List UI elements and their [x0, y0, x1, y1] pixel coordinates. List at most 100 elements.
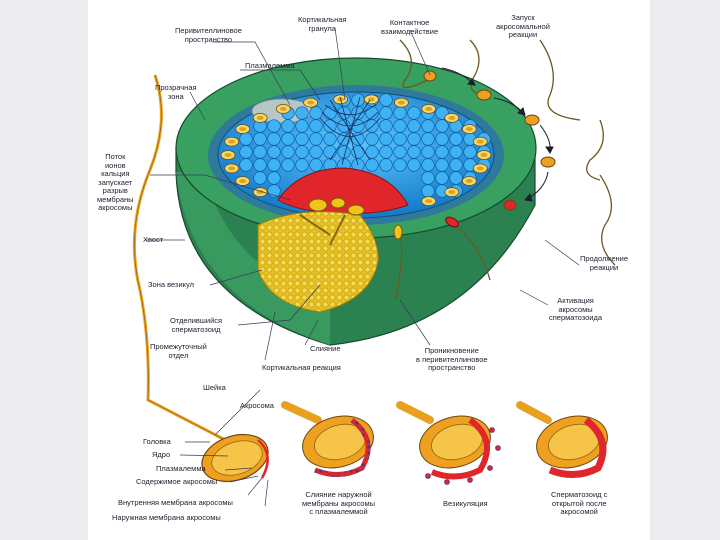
- label-nucleus: Ядро: [152, 451, 170, 460]
- cortical-granule-core: [228, 140, 235, 144]
- cytoplasm-droplet: [352, 133, 365, 146]
- cortical-granule-core: [307, 101, 314, 105]
- label-acrosome-content: Содержимое акросомы: [136, 478, 217, 487]
- cytoplasm-droplet: [240, 146, 253, 159]
- cytoplasm-droplet: [408, 159, 421, 172]
- label-final-sperm: Сперматозоид с открытой после акросомой: [551, 491, 607, 517]
- cytoplasm-droplet: [310, 146, 323, 159]
- cytoplasm-droplet: [254, 159, 267, 172]
- cortical-granule-core: [466, 179, 473, 183]
- cytoplasm-droplet: [380, 146, 393, 159]
- label-head: Головка: [143, 438, 171, 447]
- cytoplasm-droplet: [254, 146, 267, 159]
- cortical-granule-core: [448, 116, 455, 120]
- cytoplasm-droplet: [464, 146, 477, 159]
- cortical-granule-core: [477, 166, 484, 170]
- label-cortical-reaction: Кортикальная реакция: [262, 364, 341, 373]
- cytoplasm-droplet: [254, 133, 267, 146]
- label-detached: Отделившийся сперматозоид: [170, 317, 222, 334]
- label-yolk: Зона везикул: [148, 281, 194, 290]
- cytoplasm-droplet: [408, 107, 421, 120]
- cytoplasm-droplet: [380, 94, 393, 107]
- stage-3: [400, 405, 501, 485]
- label-contact: Контактное взаимодействие: [381, 19, 438, 36]
- cytoplasm-droplet: [436, 133, 449, 146]
- cytoplasm-droplet: [436, 159, 449, 172]
- label-tail: Хвост: [143, 236, 163, 245]
- cytoplasm-droplet: [394, 133, 407, 146]
- cytoplasm-droplet: [422, 146, 435, 159]
- cytoplasm-droplet: [394, 107, 407, 120]
- label-acrosome: Акросома: [240, 402, 274, 411]
- cytoplasm-droplet: [380, 120, 393, 133]
- cytoplasm-droplet: [240, 159, 253, 172]
- cytoplasm-droplet: [268, 133, 281, 146]
- cytoplasm-droplet: [282, 133, 295, 146]
- cortical-granule-core: [466, 127, 473, 131]
- cytoplasm-droplet: [296, 107, 309, 120]
- cytoplasm-droplet: [310, 133, 323, 146]
- label-inner-membrane: Внутренняя мембрана акросомы: [118, 499, 233, 508]
- cytoplasm-droplet: [310, 120, 323, 133]
- cortical-granule-core: [398, 101, 405, 105]
- cytoplasm-droplet: [408, 146, 421, 159]
- cytoplasm-droplet: [324, 133, 337, 146]
- cytoplasm-droplet: [268, 146, 281, 159]
- label-acrosome-launch: Запуск акросомальной реакции: [496, 14, 550, 40]
- cytoplasm-droplet: [408, 133, 421, 146]
- label-plasmalemma-top: Плазмалемма: [245, 62, 295, 71]
- cytoplasm-droplet: [296, 159, 309, 172]
- cortical-granule-core: [481, 153, 488, 157]
- cortical-granule-core: [477, 140, 484, 144]
- cortical-granule-core: [239, 179, 246, 183]
- label-entry: Проникновение в перивителлиновое простра…: [416, 347, 488, 373]
- label-outer-membrane: Наружная мембрана акросомы: [112, 514, 221, 523]
- cytoplasm-droplet: [282, 120, 295, 133]
- cytoplasm-droplet: [450, 133, 463, 146]
- cytoplasm-droplet: [310, 107, 323, 120]
- egg-hemisphere: [176, 58, 536, 345]
- cytoplasm-droplet: [282, 159, 295, 172]
- cortical-granule-core: [228, 166, 235, 170]
- cytoplasm-droplet: [380, 159, 393, 172]
- cytoplasm-droplet: [394, 146, 407, 159]
- cytoplasm-droplet: [296, 146, 309, 159]
- cytoplasm-droplet: [380, 107, 393, 120]
- cortical-granule-core: [448, 190, 455, 194]
- label-neck: Шейка: [203, 384, 226, 393]
- label-plasmalemma: Плазмалемма: [156, 465, 206, 474]
- cytoplasm-droplet: [366, 133, 379, 146]
- cytoplasm-droplet: [254, 172, 267, 185]
- stage-4: [520, 405, 613, 475]
- label-vesiculation: Везикуляция: [443, 500, 488, 509]
- cytoplasm-droplet: [450, 146, 463, 159]
- cortical-granule-core: [225, 153, 232, 157]
- label-cortical-granule: Кортикальная гранула: [298, 16, 346, 33]
- label-fusion: Слияние: [310, 345, 341, 354]
- cytoplasm-droplet: [296, 120, 309, 133]
- cytoplasm-droplet: [394, 120, 407, 133]
- cytoplasm-droplet: [366, 159, 379, 172]
- cytoplasm-droplet: [282, 146, 295, 159]
- cortical-granule-core: [257, 116, 264, 120]
- cytoplasm-droplet: [380, 133, 393, 146]
- cortical-granule-core: [280, 107, 287, 111]
- label-calcium: Поток ионов кальция запускает разрыв мем…: [97, 153, 134, 213]
- label-zona: Прозрачная зона: [155, 84, 197, 101]
- cytoplasm-droplet: [422, 185, 435, 198]
- label-fused-membrane: Слияние наружной мембраны акросомы с пла…: [302, 491, 375, 517]
- cortical-granule-core: [368, 97, 375, 101]
- stage-2: [285, 405, 379, 475]
- cytoplasm-droplet: [268, 120, 281, 133]
- cytoplasm-droplet: [296, 133, 309, 146]
- cytoplasm-droplet: [450, 159, 463, 172]
- cortical-granule-core: [239, 127, 246, 131]
- cytoplasm-droplet: [436, 172, 449, 185]
- cytoplasm-droplet: [408, 120, 421, 133]
- cortical-granule-core: [425, 107, 432, 111]
- cytoplasm-droplet: [324, 146, 337, 159]
- cytoplasm-droplet: [422, 172, 435, 185]
- cytoplasm-droplet: [310, 159, 323, 172]
- cytoplasm-droplet: [436, 120, 449, 133]
- cytoplasm-droplet: [436, 146, 449, 159]
